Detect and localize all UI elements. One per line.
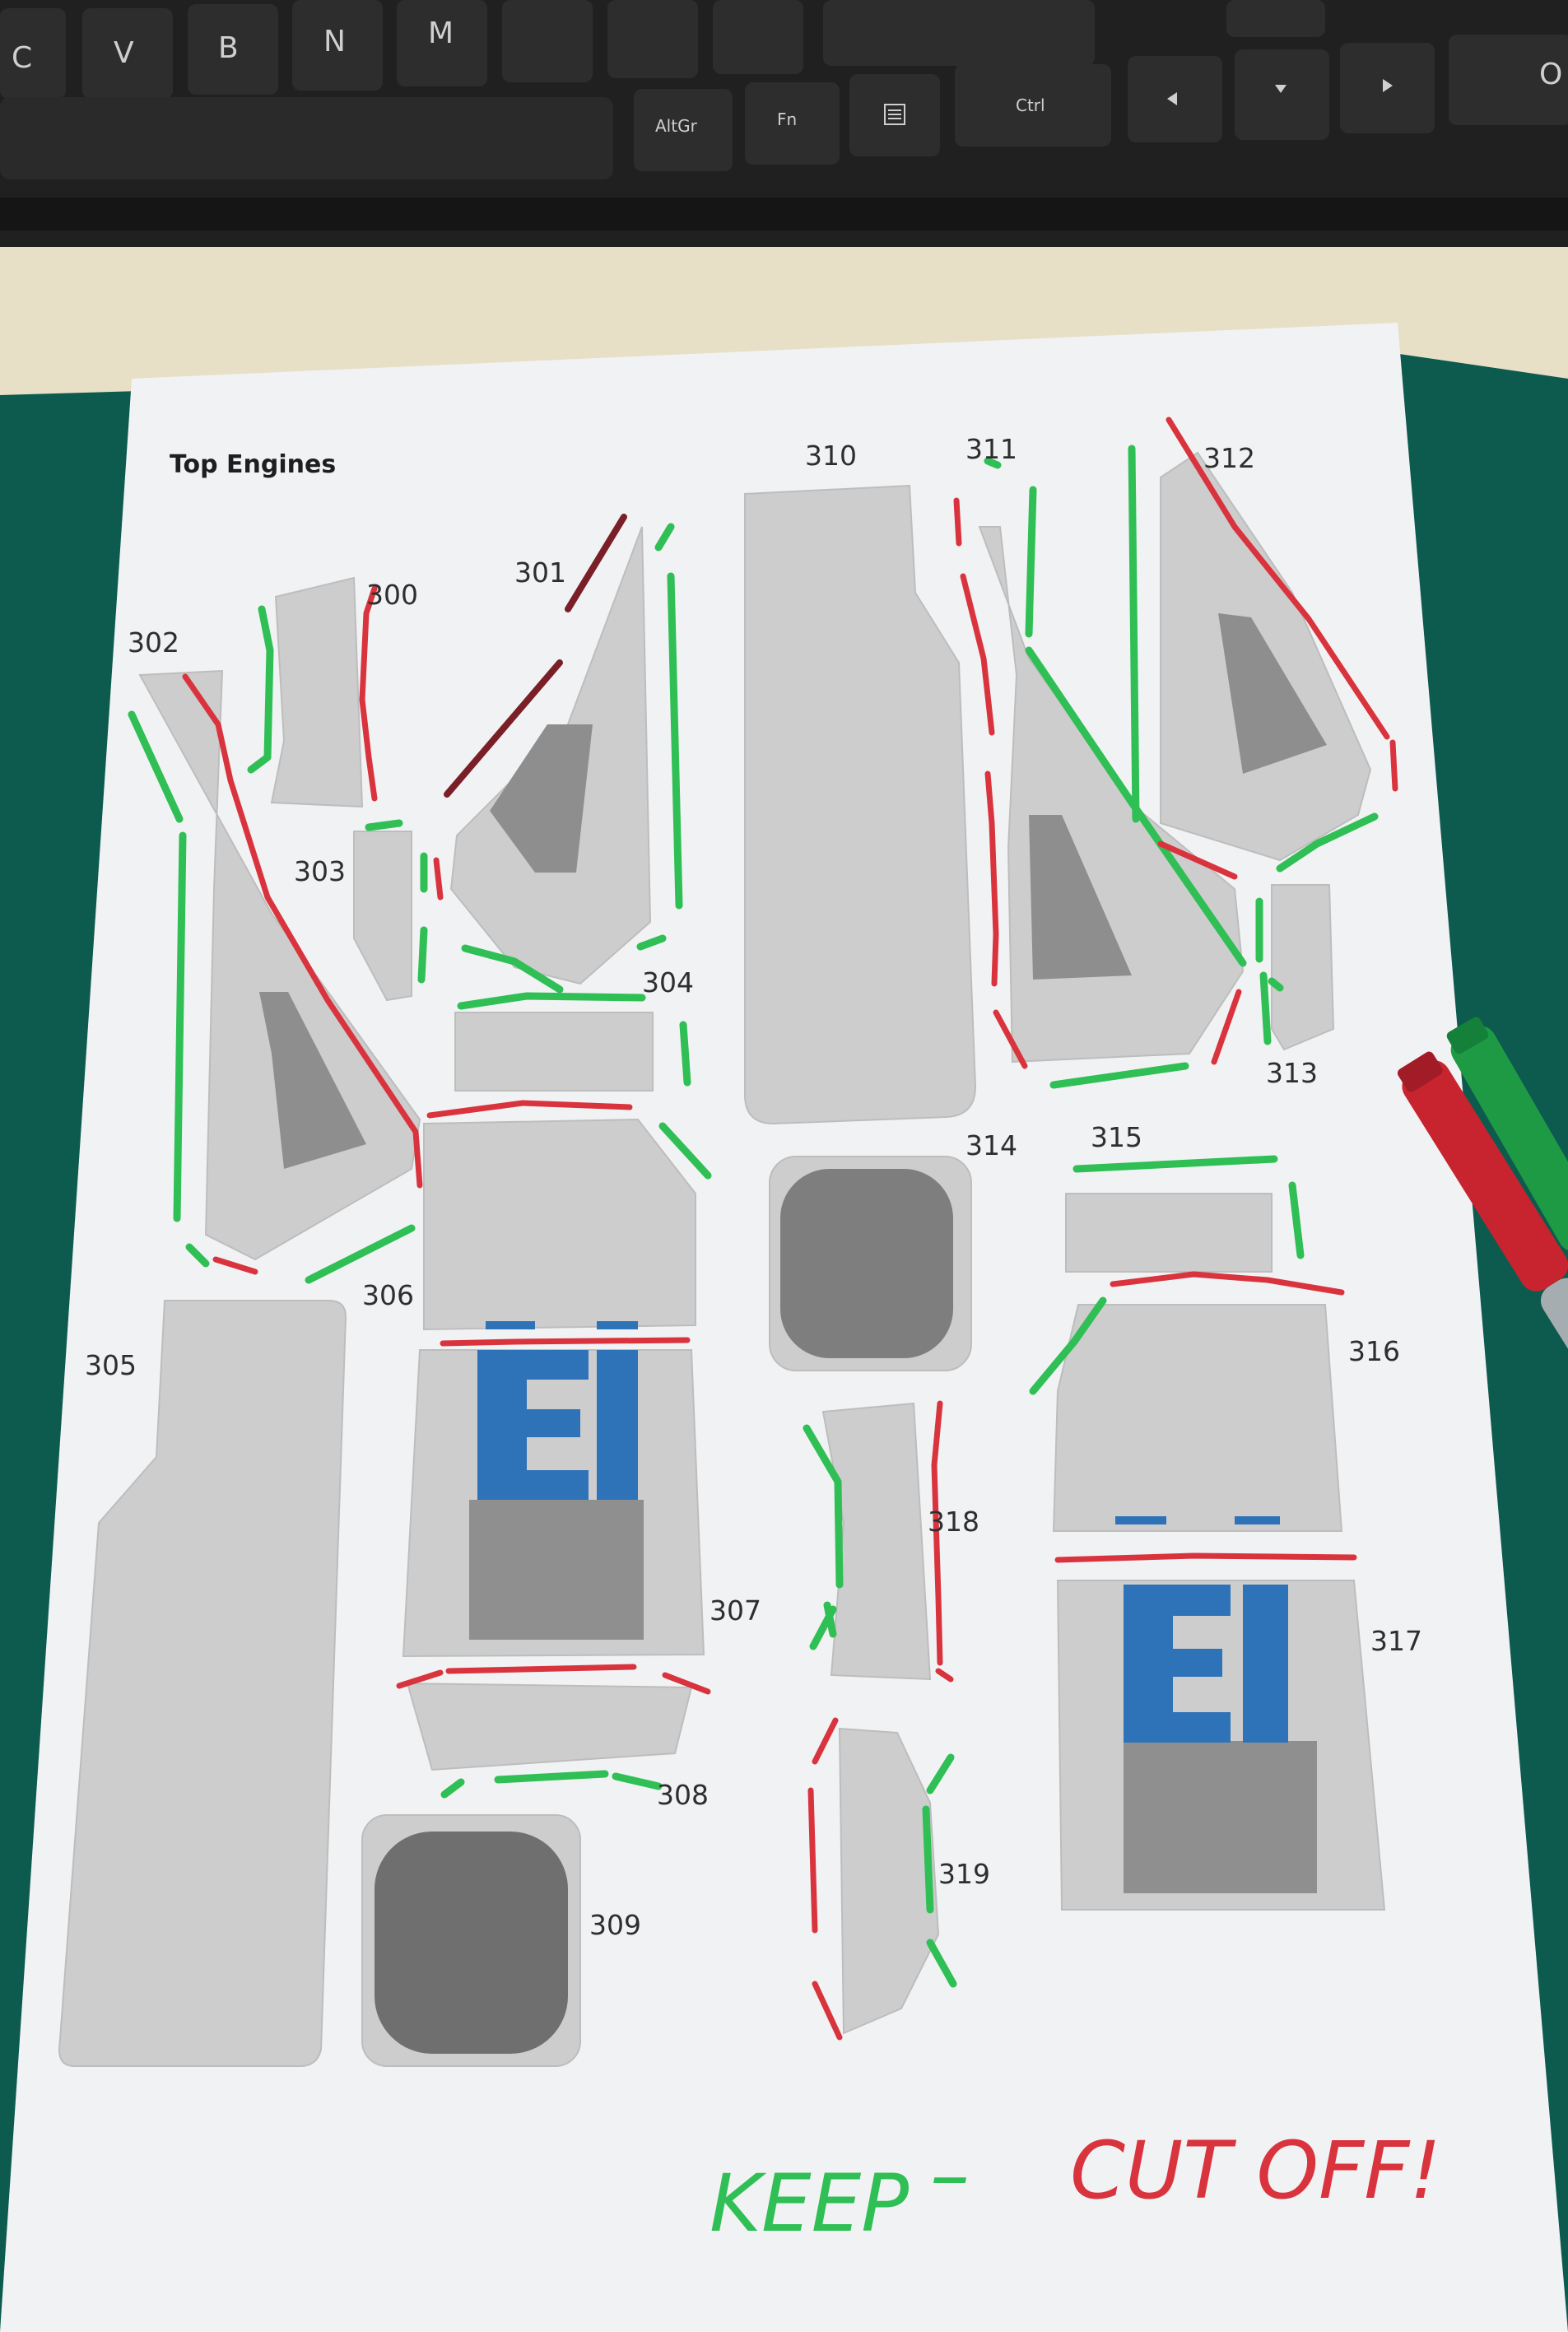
label-318: 318 (928, 1506, 979, 1538)
left-arrow-icon (1167, 92, 1177, 105)
part-300 (270, 576, 364, 808)
glue-tab-edges (444, 514, 627, 798)
key-b (188, 4, 278, 95)
key-comma (502, 0, 593, 82)
part-303 (353, 831, 412, 1002)
part-labels: 300 301 302 303 304 305 306 307 308 309 … (85, 433, 1422, 1941)
key-b-label: B (218, 31, 239, 65)
key-numpad-0 (1449, 35, 1568, 125)
part-316 (1052, 1304, 1343, 1532)
handwritten-keep: KEEP (710, 2157, 909, 2250)
label-311: 311 (965, 433, 1017, 465)
label-309: 309 (589, 1909, 641, 1941)
key-down-arrow (1235, 49, 1329, 140)
down-arrow-icon (1275, 85, 1287, 93)
key-c (0, 8, 66, 99)
label-317: 317 (1370, 1625, 1422, 1657)
label-315: 315 (1091, 1121, 1142, 1153)
label-308: 308 (657, 1779, 709, 1811)
part-313 (1271, 884, 1335, 1051)
inset-307 (469, 1500, 644, 1640)
label-303: 303 (294, 855, 346, 887)
port-314 (780, 1169, 953, 1358)
keep-marker-lines (128, 445, 1379, 1988)
key-up-arrow (1226, 0, 1325, 37)
label-319: 319 (938, 1858, 990, 1890)
key-m (397, 0, 487, 86)
dark-panels (259, 613, 1327, 1169)
handwritten-cut-off: CUT OFF! (1070, 2125, 1441, 2217)
label-301: 301 (514, 556, 566, 589)
label-307: 307 (710, 1594, 761, 1627)
key-o-label: O (1539, 58, 1562, 91)
key-n (292, 0, 383, 91)
window-302 (259, 992, 366, 1169)
green-marker-pen (1446, 1017, 1568, 1252)
label-316: 316 (1348, 1335, 1400, 1367)
key-altgr (634, 89, 733, 171)
key-spacebar (0, 97, 613, 179)
part-319 (838, 1727, 940, 2035)
label-300: 300 (366, 579, 418, 611)
key-period (607, 0, 698, 78)
key-fn (745, 82, 840, 165)
key-altgr-label: AltGr (655, 116, 698, 136)
part-305 (58, 1300, 347, 2067)
port-309 (375, 1832, 568, 2054)
key-v-label: V (114, 36, 134, 70)
window-301 (490, 724, 593, 873)
keyboard: C V B N M AltGr Fn Ctrl O (0, 0, 1568, 247)
label-314: 314 (965, 1129, 1017, 1161)
red-marker-pen (1397, 1051, 1568, 1471)
key-v (82, 8, 173, 99)
label-306: 306 (362, 1279, 414, 1311)
part-310 (744, 484, 977, 1125)
ei-logo-right (1115, 1516, 1288, 1743)
key-shift (823, 0, 1095, 66)
label-313: 313 (1266, 1057, 1318, 1089)
key-n-label: N (323, 25, 346, 58)
part-306 (423, 1118, 696, 1331)
sheet-title: Top Engines (170, 450, 336, 479)
handwritten-dash: – (930, 2129, 970, 2221)
key-slash (713, 0, 803, 74)
part-308 (406, 1682, 693, 1771)
label-312: 312 (1203, 442, 1255, 474)
window-312 (1218, 613, 1327, 774)
ei-logo-left (477, 1321, 638, 1500)
label-310: 310 (805, 440, 857, 472)
key-c-label: C (12, 41, 32, 75)
right-arrow-icon (1383, 79, 1393, 92)
menu-key-icon (884, 104, 905, 125)
part-315 (1065, 1193, 1273, 1273)
label-304: 304 (642, 966, 694, 998)
key-fn-label: Fn (777, 109, 797, 129)
part-304 (454, 1012, 654, 1092)
window-311 (1029, 815, 1132, 980)
key-ctrl-label: Ctrl (1016, 95, 1045, 115)
key-ctrl (955, 64, 1111, 147)
label-302: 302 (128, 626, 179, 659)
key-m-label: M (428, 16, 454, 50)
cut-marker-lines (182, 417, 1398, 2041)
label-305: 305 (85, 1349, 137, 1381)
inset-317 (1124, 1741, 1317, 1893)
